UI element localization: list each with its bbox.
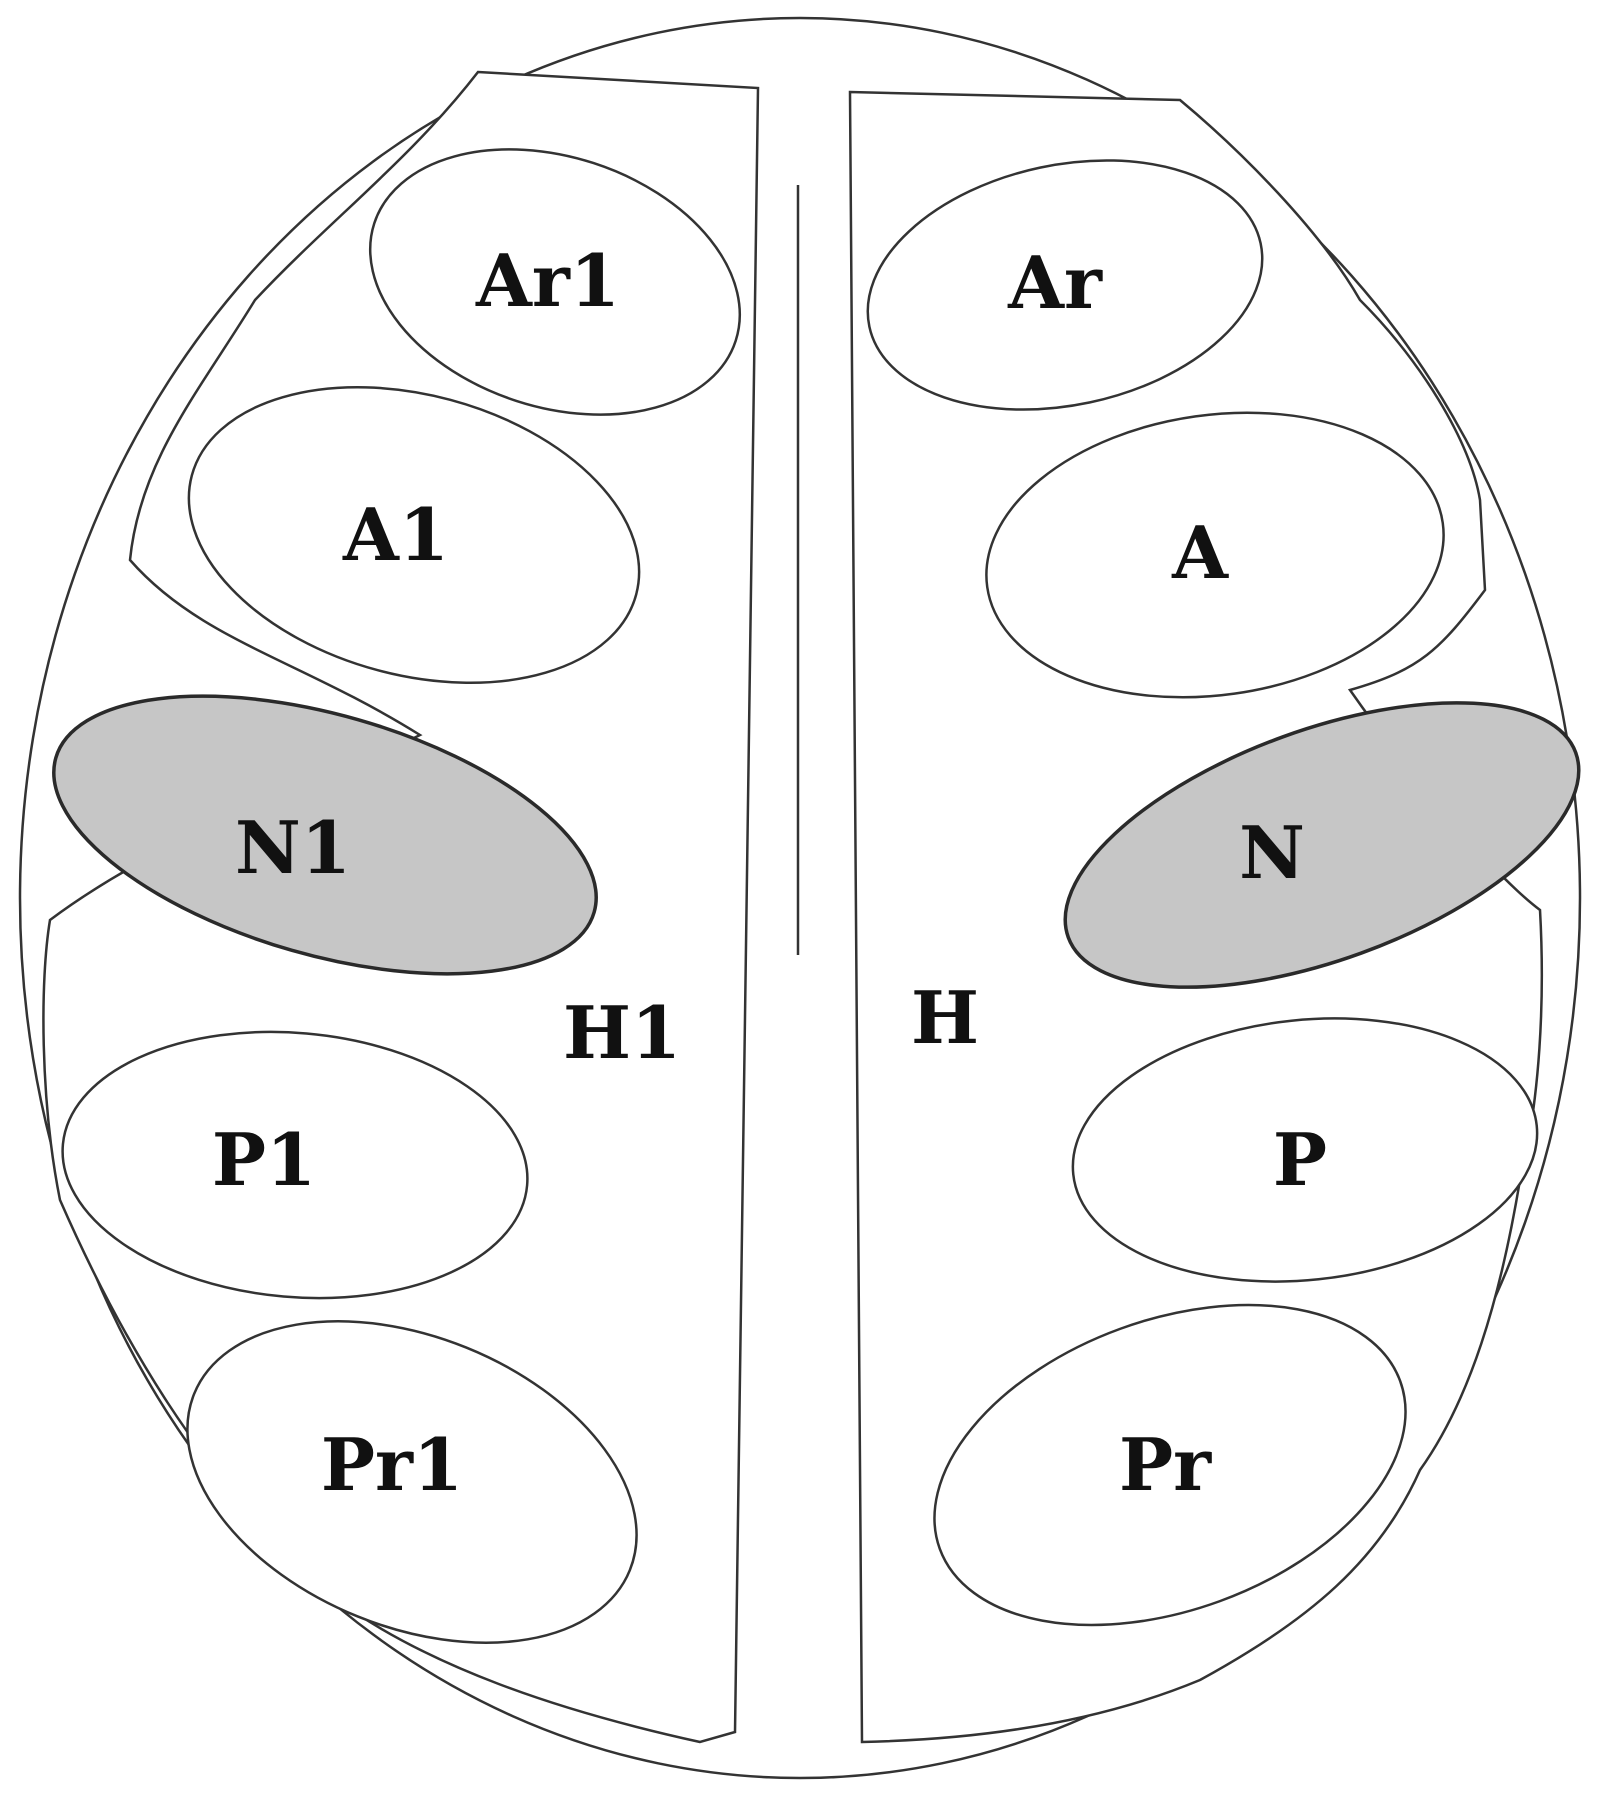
- label-a: A: [1171, 510, 1229, 595]
- label-n: N: [1239, 810, 1305, 895]
- region-ar-ellipse: [866, 159, 1264, 411]
- label-pr1: Pr1: [321, 1422, 463, 1507]
- label-pr: Pr: [1119, 1422, 1212, 1507]
- region-n1-ellipse: [52, 694, 598, 976]
- region-ar1-ellipse: [368, 148, 742, 416]
- outer-oval: [18, 16, 1582, 1780]
- region-p1-ellipse: [61, 1030, 529, 1300]
- region-pr-ellipse: [933, 1303, 1407, 1627]
- region-a1-ellipse: [187, 385, 641, 685]
- label-a1: A1: [342, 492, 449, 577]
- label-n1: N1: [235, 805, 351, 890]
- label-ar1: Ar1: [475, 238, 620, 323]
- region-n-ellipse: [1063, 701, 1581, 989]
- label-h1: H1: [563, 990, 681, 1075]
- label-ar: Ar: [1007, 240, 1103, 325]
- region-pr1-ellipse: [186, 1320, 638, 1644]
- label-h: H: [911, 975, 979, 1060]
- label-p: P: [1273, 1117, 1327, 1202]
- label-p1: P1: [212, 1117, 316, 1202]
- region-a-ellipse: [985, 411, 1445, 699]
- region-p-ellipse: [1071, 1017, 1539, 1283]
